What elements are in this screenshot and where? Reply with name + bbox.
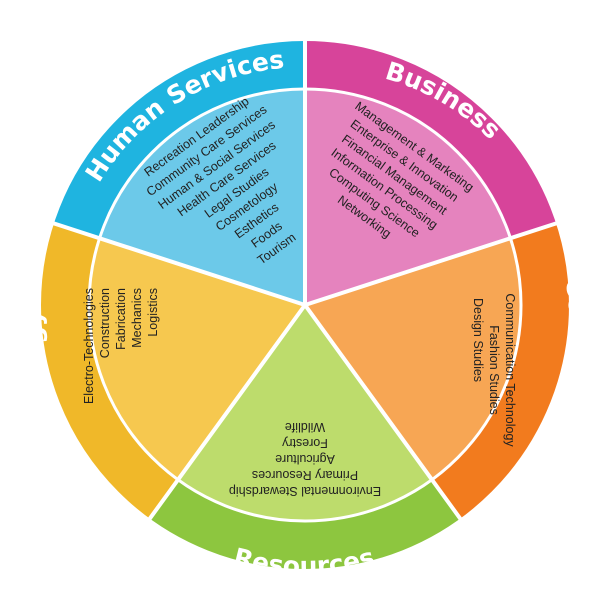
divider-lines bbox=[51, 38, 559, 522]
list-item: Construction bbox=[98, 288, 112, 358]
list-item: Mechanics bbox=[130, 288, 144, 348]
outer-circle-outline bbox=[39, 39, 571, 571]
list-item: Wildlife bbox=[285, 420, 325, 434]
wedge-technology bbox=[89, 238, 305, 480]
list-item: Communication Technology bbox=[503, 293, 517, 447]
item-list-resources: Environmental Stewardship Primary Resour… bbox=[229, 420, 381, 498]
list-item: Agriculture bbox=[275, 452, 335, 466]
list-item: Fabrication bbox=[114, 288, 128, 350]
wedge-business bbox=[305, 89, 511, 305]
list-item: Design Studies bbox=[471, 298, 485, 382]
list-item: Electro-Technologies bbox=[82, 288, 96, 404]
wedge-resources bbox=[178, 305, 432, 521]
list-item: Logistics bbox=[146, 288, 160, 337]
wedge-human-services bbox=[99, 89, 305, 305]
wedge-communication bbox=[305, 238, 521, 480]
inner-circle-outline bbox=[87, 87, 523, 523]
list-item: Environmental Stewardship bbox=[229, 484, 381, 498]
list-item: Primary Resources bbox=[252, 468, 358, 482]
item-list-communication: Communication Technology Fashion Studies… bbox=[471, 293, 517, 447]
list-item: Fashion Studies bbox=[487, 325, 501, 415]
list-item: Forestry bbox=[281, 436, 328, 450]
item-list-technology: Electro-Technologies Construction Fabric… bbox=[82, 288, 160, 404]
